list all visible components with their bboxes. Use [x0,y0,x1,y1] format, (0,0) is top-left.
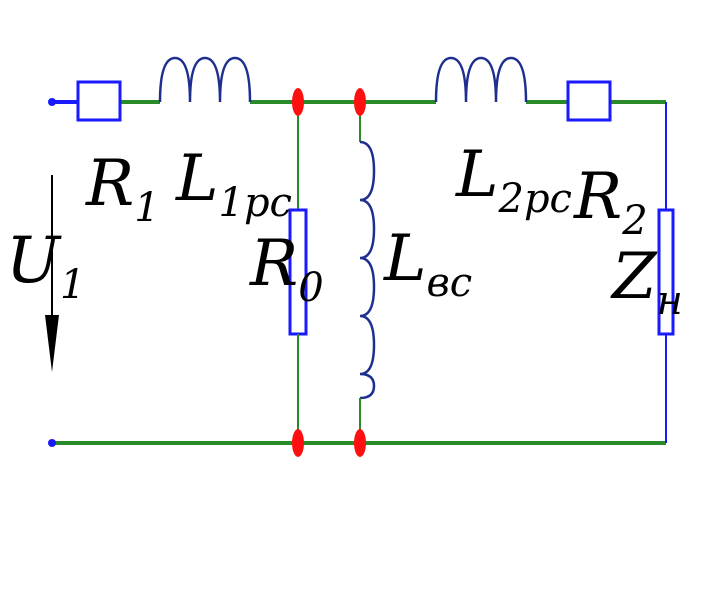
node-bottom-lv [354,429,366,457]
terminal-bottom-left [48,439,56,447]
resistor-r2 [566,80,612,122]
label-lv: Lвс [383,222,472,306]
node-top-r0 [292,88,304,116]
inductor-lv [359,140,376,400]
inductor-l2 [434,56,528,103]
label-r1: R1 [85,147,160,231]
node-bottom-r0 [292,429,304,457]
label-l2: L2рс [455,138,572,222]
label-r2: R2 [573,160,648,244]
resistor-r1 [76,80,122,122]
label-l1: L1рс [175,142,292,226]
terminal-top-left [48,98,56,106]
label-zn: Zн [610,240,683,324]
inductor-l1 [158,56,252,103]
node-top-lv [354,88,366,116]
label-u1: U1 [6,224,85,308]
voltage-arrow-head [45,315,59,372]
label-r0: R0 [249,227,324,311]
